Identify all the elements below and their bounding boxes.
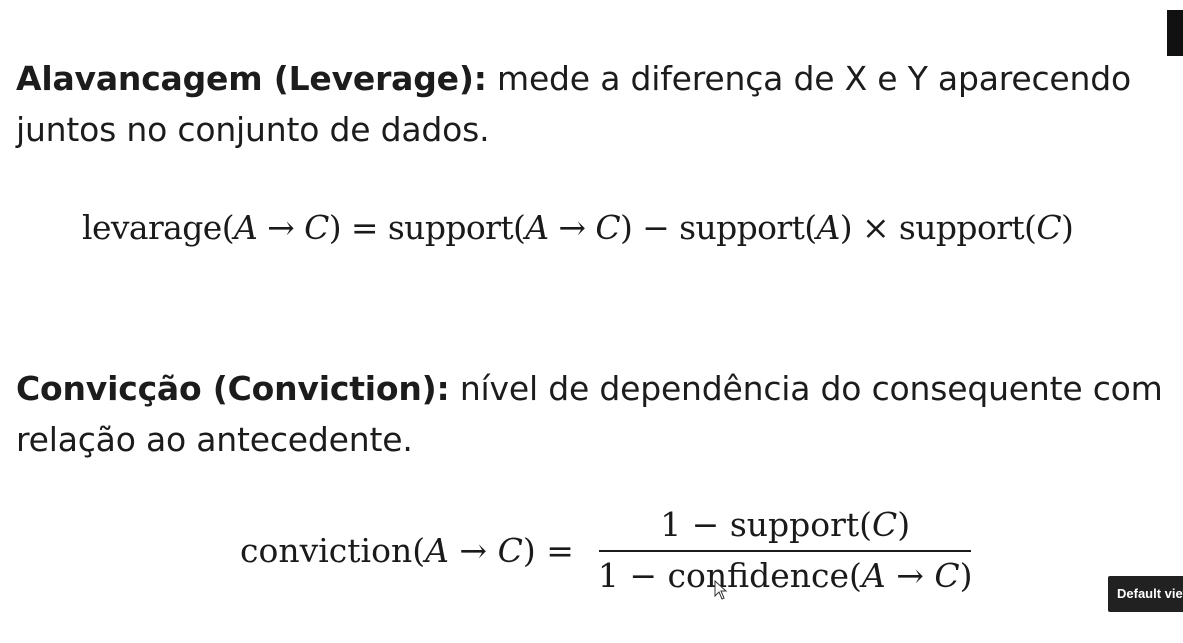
- conviction-lhs: conviction(A → C) =: [240, 531, 574, 570]
- formula-text: support(: [679, 208, 817, 247]
- conviction-fraction: 1 − support(C) 1 − confidence(A → C): [588, 505, 983, 595]
- formula-var: C: [934, 556, 960, 595]
- fraction-numerator: 1 − support(C): [640, 505, 930, 550]
- formula-equals: =: [341, 208, 388, 247]
- fraction-denominator: 1 − confidence(A → C): [588, 552, 983, 595]
- formula-text: 1 − confidence(: [597, 556, 862, 595]
- formula-text: conviction(: [240, 530, 426, 570]
- formula-var: C: [872, 505, 898, 544]
- formula-var: A: [816, 208, 841, 247]
- formula-minus: −: [632, 208, 680, 247]
- formula-var: A: [525, 208, 549, 247]
- corner-window-edge: [1167, 10, 1183, 56]
- leverage-definition: Alavancagem (Leverage): mede a diferença…: [16, 53, 1136, 155]
- formula-text: ): [959, 556, 973, 595]
- default-view-button[interactable]: Default view: [1108, 576, 1183, 612]
- conviction-description: nível de dependência do consequente com …: [16, 369, 1163, 459]
- formula-times: ×: [852, 208, 899, 247]
- leverage-description: mede a diferença de X e Y aparecendo jun…: [16, 59, 1131, 149]
- conviction-term: Convicção (Conviction):: [16, 369, 450, 408]
- formula-text: ): [897, 505, 911, 544]
- formula-text: levarage(: [82, 208, 235, 247]
- formula-text: ): [1060, 208, 1074, 247]
- formula-equals: =: [535, 530, 574, 570]
- formula-text: support(: [898, 208, 1037, 247]
- formula-text: ): [620, 208, 633, 247]
- formula-var: A: [861, 556, 886, 595]
- formula-var: A: [425, 530, 449, 570]
- formula-arrow: →: [548, 208, 596, 247]
- formula-text: 1 − support(: [660, 505, 873, 544]
- mouse-pointer-icon: [714, 580, 728, 600]
- conviction-definition: Convicção (Conviction): nível de dependê…: [16, 363, 1176, 465]
- leverage-term: Alavancagem (Leverage):: [16, 59, 487, 98]
- leverage-formula: levarage(A → C) = support(A → C) − suppo…: [82, 208, 1074, 247]
- formula-var: C: [304, 208, 329, 247]
- conviction-formula: conviction(A → C) = 1 − support(C) 1 − c…: [240, 505, 983, 595]
- formula-text: ): [522, 530, 536, 570]
- formula-var: C: [497, 530, 523, 570]
- formula-text: ): [839, 208, 853, 247]
- formula-var: C: [595, 208, 620, 247]
- formula-arrow: →: [448, 530, 498, 570]
- formula-arrow: →: [257, 208, 305, 247]
- fraction-bar: [599, 550, 972, 552]
- formula-text: ): [328, 208, 342, 247]
- formula-text: support(: [387, 208, 526, 247]
- formula-arrow: →: [885, 556, 935, 595]
- formula-var: C: [1036, 208, 1061, 247]
- formula-var: A: [233, 208, 258, 247]
